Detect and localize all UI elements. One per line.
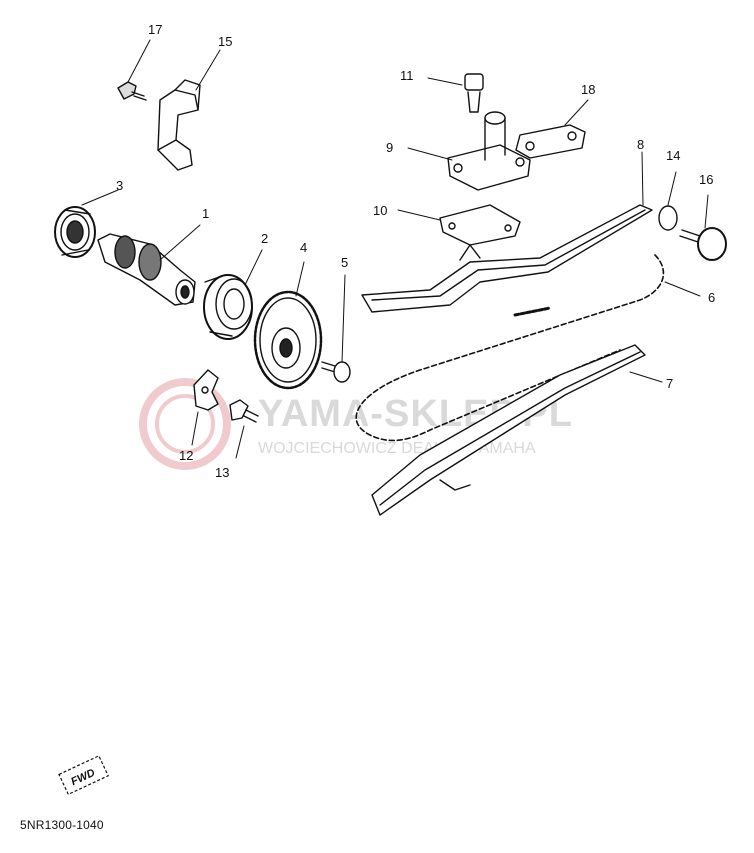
part-9-tensioner [447,111,531,191]
callout-8: 8 [637,137,644,152]
callout-5: 5 [341,255,348,270]
part-1-camshaft [97,233,196,306]
callout-2: 2 [261,231,268,246]
callout-10: 10 [373,203,387,218]
part-12-plate [193,369,219,411]
part-10-gasket [439,204,521,246]
callout-18: 18 [581,82,595,97]
part-7-chain-guide [371,344,646,516]
part-4-sprocket [253,290,323,390]
callout-16: 16 [699,172,713,187]
callout-6: 6 [708,290,715,305]
callout-11: 11 [400,68,414,83]
part-14-o-ring [658,205,678,231]
part-15-bracket [157,79,201,171]
part-2-bearing [203,274,253,340]
diagram-code: 5NR1300-1040 [20,818,104,832]
callout-4: 4 [300,240,307,255]
part-5-bolt [321,361,351,383]
part-6-timing-chain [355,254,665,442]
callout-12: 12 [179,448,193,463]
part-16-bolt [679,227,727,261]
part-17-bolt [117,81,147,101]
callout-9: 9 [386,140,393,155]
part-13-bolt [229,399,259,423]
part-11-bolt [464,73,484,113]
fwd-direction-marker: FWD [58,755,109,796]
part-8-chain-guide [361,204,653,313]
callout-14: 14 [666,148,680,163]
callout-labels: 17 15 3 1 2 4 5 12 13 11 18 9 10 8 14 16… [116,22,715,480]
callout-3: 3 [116,178,123,193]
callout-17: 17 [148,22,162,37]
callout-7: 7 [666,376,673,391]
callout-13: 13 [215,465,229,480]
part-18-gasket [515,124,586,159]
part-3-bearing [54,206,96,258]
callout-15: 15 [218,34,232,49]
watermark-logo [139,378,231,470]
callout-1: 1 [202,206,209,221]
